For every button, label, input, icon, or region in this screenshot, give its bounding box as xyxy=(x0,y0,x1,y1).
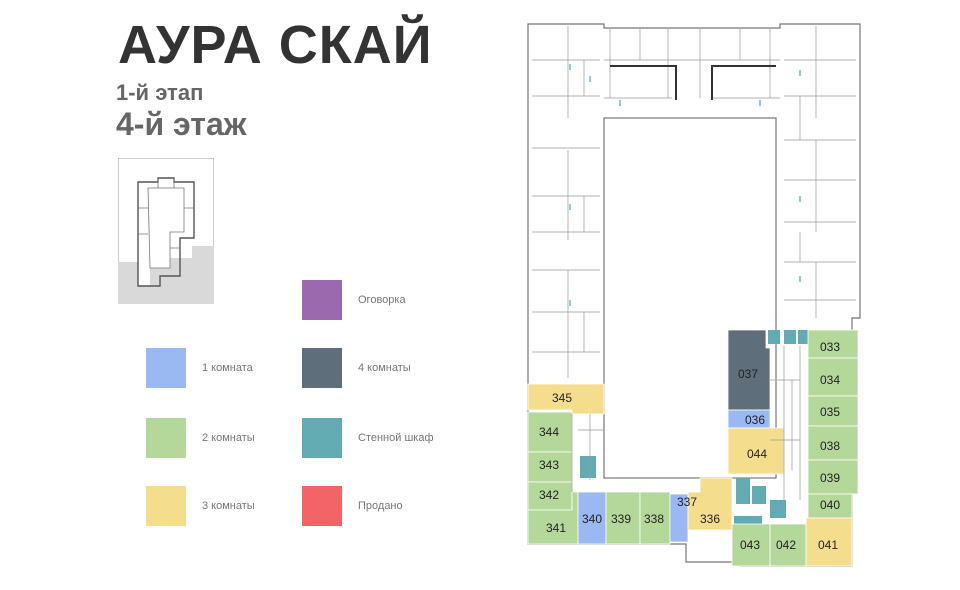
wall-lines xyxy=(532,26,856,378)
apartment-label: 339 xyxy=(611,512,631,526)
apartment-label: 044 xyxy=(747,447,767,461)
apartment-043 xyxy=(731,523,771,567)
apartment-label: 033 xyxy=(820,340,840,354)
apartment-label: 344 xyxy=(539,425,559,439)
legend-swatch xyxy=(146,418,186,458)
legend-label: Продано xyxy=(358,500,403,512)
apartment-338 xyxy=(639,491,671,545)
apartment-label: 039 xyxy=(820,471,840,485)
apartment-038 xyxy=(807,425,859,461)
apartment-336 xyxy=(687,477,733,531)
apartment-339 xyxy=(605,491,641,545)
apartment-label: 340 xyxy=(582,512,602,526)
floor-plan: 345 344 343 342 341 340 339 338 337 336 … xyxy=(527,23,861,567)
apartments xyxy=(527,329,859,567)
floor-label: 4-й этаж xyxy=(116,106,247,142)
legend-label: 3 комнаты xyxy=(202,500,255,512)
legend-label: Стенной шкаф xyxy=(358,432,434,444)
legend-label: 1 комната xyxy=(202,362,253,374)
legend-swatch xyxy=(302,486,342,526)
apartment-label: 042 xyxy=(776,538,796,552)
apartment-label: 343 xyxy=(539,458,559,472)
apartment-label: 037 xyxy=(738,367,758,381)
apartment-label: 338 xyxy=(644,512,664,526)
apartment-344 xyxy=(527,411,573,453)
project-title: АУРА СКАЙ xyxy=(118,15,433,75)
legend-sold: Продано xyxy=(302,486,403,526)
apartment-label: 040 xyxy=(820,498,840,512)
stage-label: 1-й этап xyxy=(116,80,204,105)
apartment-label: 041 xyxy=(818,538,838,552)
building-minimap xyxy=(118,158,214,304)
apartment-042 xyxy=(769,523,807,567)
legend-reserved: Оговорка xyxy=(302,280,406,320)
apartment-label: 038 xyxy=(820,439,840,453)
legend-closet: Стенной шкаф xyxy=(302,418,434,458)
legend-swatch xyxy=(302,348,342,388)
legend-label: 4 комнаты xyxy=(358,362,411,374)
apartment-044 xyxy=(727,427,785,475)
legend-swatch xyxy=(146,348,186,388)
legend-swatch xyxy=(302,418,342,458)
apartment-label: 043 xyxy=(740,538,760,552)
legend-swatch xyxy=(146,486,186,526)
apartment-label: 036 xyxy=(745,413,765,427)
door-marks xyxy=(569,64,801,306)
legend-one-room: 1 комната xyxy=(146,348,253,388)
apartment-label: 342 xyxy=(539,488,559,502)
apartment-label: 337 xyxy=(677,495,697,509)
apartment-label: 035 xyxy=(820,405,840,419)
apartment-034 xyxy=(807,357,859,397)
core-walls xyxy=(571,346,801,500)
apartment-label: 336 xyxy=(700,512,720,526)
legend-label: 2 комнаты xyxy=(202,432,255,444)
apartment-035 xyxy=(807,395,859,427)
legend-three-rooms: 3 комнаты xyxy=(146,486,255,526)
apartment-labels: 345 344 343 342 341 340 339 338 337 336 … xyxy=(539,340,840,552)
apartment-label: 341 xyxy=(546,521,566,535)
apartment-label: 034 xyxy=(820,373,840,387)
apartment-033 xyxy=(807,329,859,359)
apartment-label: 345 xyxy=(552,391,572,405)
apartment-041 xyxy=(805,517,853,567)
legend-swatch xyxy=(302,280,342,320)
legend-two-rooms: 2 комнаты xyxy=(146,418,255,458)
legend-label: Оговорка xyxy=(358,294,406,306)
apartment-340 xyxy=(577,491,607,545)
apartment-039 xyxy=(807,459,859,495)
legend-four-rooms: 4 комнаты xyxy=(302,348,411,388)
apartment-343 xyxy=(527,451,573,483)
